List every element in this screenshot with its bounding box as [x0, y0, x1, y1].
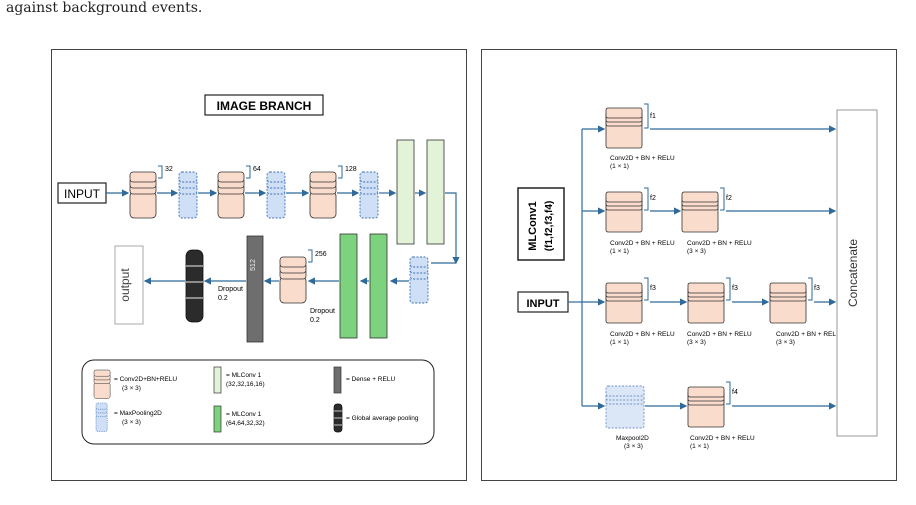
- title-box: [204, 94, 324, 116]
- branch3-conv-3x3-b: [769, 282, 807, 324]
- dropout-rate-2: 0.2: [310, 317, 320, 324]
- branch3-conv-1x1: [605, 282, 643, 324]
- mlconv-panel: MLConv1 (f1,f2,f3,f4) INPUT f1 Conv2D + …: [481, 49, 897, 481]
- output-label: output: [118, 268, 132, 302]
- branch2-filter-a: f2: [650, 195, 656, 202]
- branch2-conv-3x3: [681, 191, 719, 233]
- conv-block-32: [129, 171, 157, 219]
- legend-conv-label: = Conv2D+BN+RELU: [114, 376, 177, 383]
- branch3-filter-a: f3: [650, 285, 656, 292]
- concatenate-box: [836, 109, 878, 437]
- branch4-filter: f4: [732, 389, 738, 396]
- filter-label-32: 32: [165, 166, 173, 173]
- legend-mlconv-a-label: = MLConv 1: [226, 372, 262, 379]
- branch1-conv: [605, 107, 643, 149]
- image-branch-diagram: IMAGE BRANCH INPUT 32 64 128 256 Dropout…: [57, 94, 460, 445]
- conv-block-256: [279, 256, 307, 304]
- image-branch-panel: IMAGE BRANCH INPUT 32 64 128 256 Dropout…: [51, 49, 467, 481]
- branch1-filter: f1: [650, 113, 656, 120]
- branch3-conv-label-b: Conv2D + BN + RELU: [687, 331, 752, 338]
- legend-conv-icon: [93, 369, 111, 399]
- branch4-conv-1x1: [687, 386, 725, 428]
- branch4-conv-label: Conv2D + BN + RELU: [690, 435, 755, 442]
- branch3-conv-size-b: (3 × 3): [687, 339, 706, 346]
- branch2-conv-size-b: (3 × 3): [687, 248, 706, 255]
- branch4-conv-size: (1 × 1): [690, 443, 709, 450]
- conv-block-64: [217, 171, 245, 219]
- mlconv-title-line2: (f1,f2,f3,f4): [544, 201, 555, 252]
- branch3-filter-b: f3: [732, 285, 738, 292]
- branch1-conv-size: (1 × 1): [610, 163, 629, 170]
- branch2-conv-size-a: (1 × 1): [610, 248, 629, 255]
- branch2-conv-1x1: [605, 191, 643, 233]
- pool-block-3: [359, 171, 379, 219]
- legend-mlconv-b-label: = MLConv 1: [226, 411, 262, 418]
- legend-dense-icon: [333, 366, 342, 394]
- filter-label-64: 64: [253, 166, 261, 173]
- mlconv-a-block-2: [426, 139, 445, 245]
- branch3-conv-label-a: Conv2D + BN + RELU: [610, 331, 675, 338]
- mlconv-title-line1: MLConv1: [527, 201, 539, 251]
- branch3-conv-size-a: (1 × 1): [610, 339, 629, 346]
- mlconv-a-block-1: [396, 139, 415, 245]
- conv-block-128: [309, 171, 337, 219]
- mlconv-title-box: [517, 187, 565, 261]
- pool-block-2: [266, 171, 286, 219]
- branch1-conv-label: Conv2D + BN + RELU: [610, 155, 675, 162]
- dense-block: [246, 235, 264, 343]
- branch2-conv-label-b: Conv2D + BN + RELU: [687, 240, 752, 247]
- mlconv-b-block-1: [339, 233, 358, 339]
- legend-gap-label: = Global average pooling: [346, 415, 419, 422]
- filter-label-256: 256: [315, 251, 327, 258]
- legend-dense-label: = Dense + RELU: [346, 376, 395, 383]
- caption-text: against background events.: [6, 0, 203, 16]
- branch3-conv-3x3-a: [687, 282, 725, 324]
- branch3-filter-c: f3: [814, 285, 820, 292]
- legend-pool-label: = MaxPooling2D: [114, 410, 162, 417]
- legend-mlconv-b-icon: [213, 405, 222, 433]
- legend-conv-size: (3 × 3): [122, 385, 141, 392]
- global-avg-pool-block: [185, 249, 204, 323]
- branch-title: IMAGE BRANCH: [217, 99, 312, 113]
- legend-mlconv-a-params: (32,32,16,16): [226, 381, 265, 388]
- dropout-label-1: Dropout: [218, 286, 243, 293]
- branch3-conv-label-c: Conv2D + BN + RELU: [776, 331, 841, 338]
- branch2-conv-label-a: Conv2D + BN + RELU: [610, 240, 675, 247]
- mlconv-b-block-2: [369, 233, 388, 339]
- input-label: INPUT: [64, 187, 101, 201]
- pool-block-1: [178, 171, 198, 219]
- dropout-rate-1: 0.2: [218, 295, 228, 302]
- pool-block-4: [409, 256, 429, 304]
- dense-units-label: 512: [250, 259, 257, 271]
- branch4-pool-size: (3 × 3): [624, 443, 643, 450]
- branch4-maxpool: [605, 385, 645, 429]
- legend-pool-icon: [95, 402, 108, 432]
- branch2-filter-b: f2: [726, 195, 732, 202]
- branch3-conv-size-c: (3 × 3): [776, 339, 795, 346]
- dropout-label-2: Dropout: [310, 308, 335, 315]
- branch4-pool-label: Maxpool2D: [616, 435, 649, 442]
- legend-mlconv-b-params: (64,64,32,32): [226, 420, 265, 427]
- concatenate-label: Concatenate: [846, 239, 860, 307]
- legend-box: [81, 359, 435, 445]
- legend-pool-size: (3 × 3): [122, 419, 141, 426]
- output-box: [114, 245, 144, 325]
- filter-label-128: 128: [345, 166, 357, 173]
- mlconv-diagram: MLConv1 (f1,f2,f3,f4) INPUT f1 Conv2D + …: [517, 103, 878, 450]
- legend-mlconv-a-icon: [213, 366, 222, 394]
- mlconv-input-label: INPUT: [527, 298, 560, 310]
